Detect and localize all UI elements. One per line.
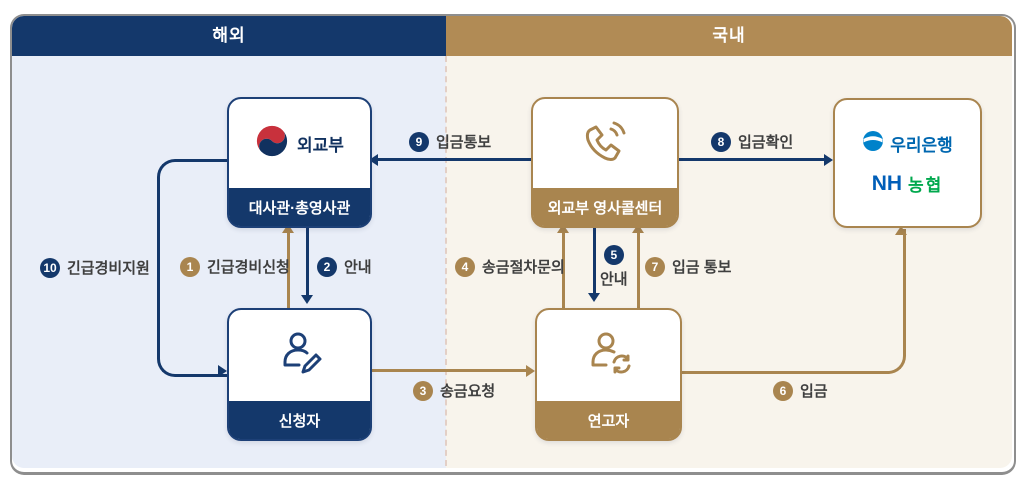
step-2-badge: 2 (317, 256, 337, 277)
step-5: 5 안내 (600, 245, 628, 289)
woori-bank-icon (862, 130, 884, 157)
arrow-2-line (306, 226, 309, 296)
step-9-label: 입금통보 (436, 134, 492, 151)
step-3-label: 송금요청 (440, 383, 496, 400)
nh-bank-text: 농협 (908, 176, 944, 195)
node-banks: 우리은행 NH 농협 (833, 98, 982, 228)
step-2-label: 안내 (344, 259, 372, 276)
arrow-6-path (678, 229, 906, 374)
arrow-5-line (593, 226, 596, 294)
mofa-emblem-icon (255, 124, 289, 163)
call-center-label: 외교부 영사콜센터 (533, 188, 677, 226)
step-6-label: 입금 (800, 383, 828, 400)
woori-bank-text: 우리은행 (890, 136, 953, 155)
embassy-label: 대사관·총영사관 (229, 188, 370, 226)
header-overseas: 해외 (12, 16, 446, 56)
step-8: 8 입금확인 (711, 131, 793, 152)
person-edit-icon (273, 326, 327, 385)
woori-bank-row: 우리은행 (862, 130, 953, 157)
node-call-center: 외교부 영사콜센터 (531, 97, 679, 228)
step-8-badge: 8 (711, 131, 731, 152)
arrow-4-line (562, 230, 565, 308)
step-1-label: 긴급경비신청 (207, 259, 290, 276)
step-3: 3 송금요청 (413, 380, 495, 401)
step-8-label: 입금확인 (738, 134, 794, 151)
person-exchange-icon (582, 326, 636, 385)
step-5-label: 안내 (600, 271, 628, 288)
step-2: 2 안내 (317, 256, 372, 277)
step-4-badge: 4 (455, 256, 475, 277)
step-5-badge: 5 (603, 245, 624, 265)
step-6: 6 입금 (773, 380, 828, 401)
node-embassy: 외교부 대사관·총영사관 (227, 97, 372, 228)
step-10: 10 긴급경비지원 (40, 257, 150, 278)
step-10-badge: 10 (40, 257, 60, 278)
arrow-10-path (157, 159, 230, 377)
zone-divider (445, 56, 447, 466)
arrow-3-line (368, 369, 527, 372)
step-3-badge: 3 (413, 380, 433, 401)
step-6-badge: 6 (773, 380, 793, 401)
arrow-6-head (895, 226, 907, 235)
nh-logo-text: NH (871, 171, 903, 195)
step-4: 4 송금절차문의 (455, 256, 565, 277)
arrow-8-line (675, 158, 825, 161)
contact-label: 연고자 (537, 401, 680, 439)
arrow-7-head (632, 224, 644, 233)
arrow-8-head (824, 154, 833, 166)
step-1: 1 긴급경비신청 (180, 256, 290, 277)
node-contact: 연고자 (535, 308, 682, 441)
nh-bank-row: NH 농협 (872, 171, 944, 196)
phone-icon (579, 115, 631, 172)
step-7-label: 입금 통보 (672, 259, 732, 276)
embassy-org-text: 외교부 (297, 136, 344, 155)
arrow-10-head (218, 365, 227, 377)
step-10-label: 긴급경비지원 (67, 260, 150, 277)
arrow-1-line (287, 230, 290, 308)
applicant-label: 신청자 (229, 401, 370, 439)
step-9-badge: 9 (409, 131, 429, 152)
arrow-7-line (637, 230, 640, 308)
arrow-3-head (526, 365, 535, 377)
step-7: 7 입금 통보 (645, 256, 731, 277)
header-domestic: 국내 (446, 16, 1012, 56)
step-1-badge: 1 (180, 256, 200, 277)
arrow-1-head (282, 224, 294, 233)
arrow-4-head (557, 224, 569, 233)
node-applicant: 신청자 (227, 308, 372, 441)
arrow-9-line (376, 158, 531, 161)
step-7-badge: 7 (645, 256, 665, 277)
step-4-label: 송금절차문의 (482, 259, 565, 276)
arrow-5-head (588, 293, 600, 302)
arrow-2-head (301, 295, 313, 304)
step-9: 9 입금통보 (409, 131, 491, 152)
arrow-9-head (369, 154, 378, 166)
